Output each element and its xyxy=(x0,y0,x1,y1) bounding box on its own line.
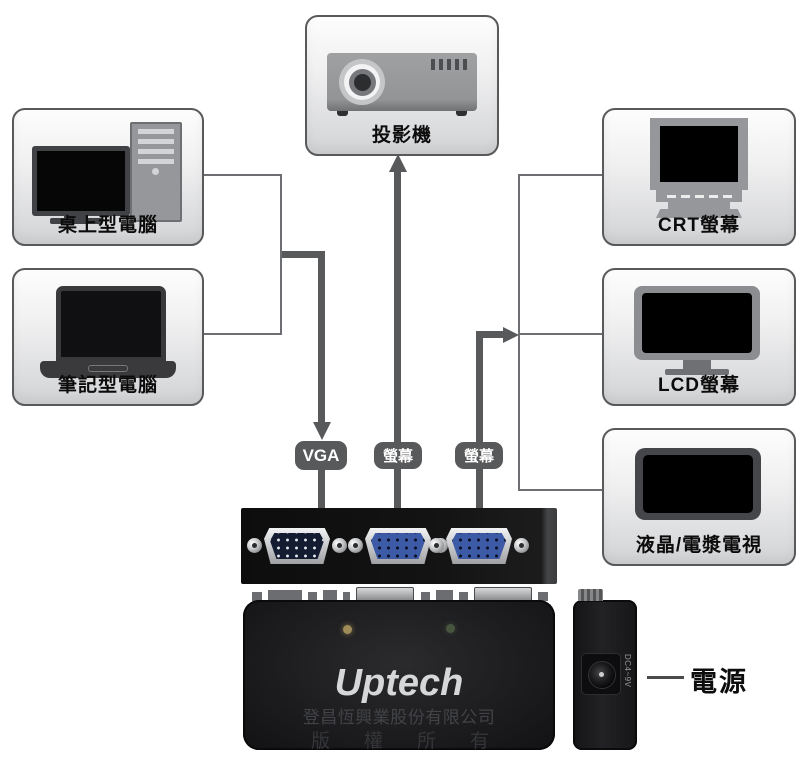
lcd-label: LCD螢幕 xyxy=(657,375,741,396)
projector-label: 投影機 xyxy=(371,125,432,146)
arrow-down-icon xyxy=(313,422,331,440)
switch-side-view: DC4~9V xyxy=(573,589,637,750)
badge-screen-right: 螢幕 xyxy=(455,442,503,469)
wire-laptop xyxy=(200,333,281,335)
power-callout-line xyxy=(647,676,684,679)
desktop-label: 桌上型電腦 xyxy=(57,215,158,236)
projector-lens xyxy=(339,59,385,105)
vga-port-input xyxy=(247,524,347,568)
cable-screen2-to-switch xyxy=(476,469,483,509)
side-connector-nub xyxy=(578,589,603,601)
projector-icon xyxy=(327,53,477,116)
badge-vga: VGA xyxy=(295,441,347,470)
node-lcd: LCD螢幕 xyxy=(602,268,796,406)
cable-vga-to-switch xyxy=(318,469,325,509)
cable-vga-vertical xyxy=(318,251,325,423)
dc-jack-plate xyxy=(581,653,621,695)
wire-tv xyxy=(520,489,602,491)
vga-port-out2 xyxy=(429,524,529,568)
cable-vga-horizontal xyxy=(282,251,325,258)
node-projector: 投影機 xyxy=(305,15,499,156)
cable-screen2-horizontal xyxy=(476,331,504,338)
brand-logo: Uptech xyxy=(334,662,464,704)
node-crt: CRT螢幕 xyxy=(602,108,796,246)
tv-label: 液晶/電漿電視 xyxy=(635,535,763,556)
dc-power-jack-icon xyxy=(588,661,616,689)
arrow-up-icon xyxy=(389,154,407,172)
led-indicator-2 xyxy=(446,624,455,633)
wire-left-bus xyxy=(280,174,282,335)
badge-screen-mid: 螢幕 xyxy=(374,442,422,469)
dc-rating-label: DC4~9V xyxy=(623,654,632,688)
company-name: 登昌恆興業股份有限公司 xyxy=(302,708,496,727)
switch-front-panel xyxy=(241,508,557,584)
cable-screen2-vertical xyxy=(476,331,483,442)
crt-label: CRT螢幕 xyxy=(657,215,741,236)
wire-right-bus xyxy=(518,174,520,491)
power-label: 電源 xyxy=(690,667,748,697)
vga-port-out1 xyxy=(348,524,448,568)
node-desktop: 桌上型電腦 xyxy=(12,108,204,246)
led-indicator-1 xyxy=(343,625,352,634)
badge-vga-label: VGA xyxy=(302,445,340,465)
wire-desktop xyxy=(200,174,281,176)
badge-screen-mid-label: 螢幕 xyxy=(382,448,413,465)
switch-rear-connectors xyxy=(252,587,548,601)
switch-body: Uptech 登昌恆興業股份有限公司 版權所有 xyxy=(243,600,555,752)
wire-lcd xyxy=(520,333,602,335)
node-laptop: 筆記型電腦 xyxy=(12,268,204,406)
wire-crt xyxy=(520,174,602,176)
node-tv: 液晶/電漿電視 xyxy=(602,428,796,566)
cable-screen1-to-switch xyxy=(394,469,401,509)
copyright-text: 版權所有 xyxy=(311,731,489,752)
laptop-label: 筆記型電腦 xyxy=(57,375,158,396)
badge-screen-right-label: 螢幕 xyxy=(463,448,494,465)
cable-projector xyxy=(394,171,401,442)
arrow-right-icon xyxy=(503,327,519,343)
projector-vents xyxy=(431,59,467,70)
